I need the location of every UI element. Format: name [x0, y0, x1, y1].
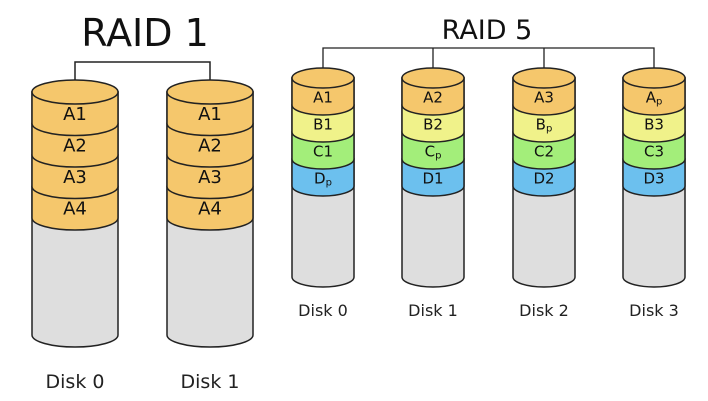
raid5-connector	[322, 47, 655, 68]
raid5-disk-1-block-label-1: B2	[423, 116, 443, 134]
raid5-disk-2-block-label-2: C2	[534, 143, 554, 161]
raid1-disk-1-block-label-1: A2	[198, 135, 222, 156]
raid1-disk-1-block-label-3: A4	[198, 198, 222, 219]
raid5-disk-3-block-label-1: B3	[644, 116, 664, 134]
raid5-disk-label-2: Disk 2	[519, 301, 569, 320]
raid5-disk-0-block-label-2: C1	[313, 143, 333, 161]
raid5-disk-label-3: Disk 3	[629, 301, 679, 320]
raid5-disk-1-block-label-2: Cp	[425, 143, 442, 162]
raid5-disk-label-1: Disk 1	[408, 301, 458, 320]
raid5-disk-1-block-label-0: A2	[423, 89, 443, 107]
raid5-disk-0-top	[291, 67, 355, 89]
raid5-disk-0-block-label-3: Dp	[314, 170, 332, 189]
raid5-disk-0-block-label-0: A1	[313, 89, 333, 107]
raid5-disk-3-top	[622, 67, 686, 89]
raid1-disk-0-block-label-3: A4	[63, 198, 87, 219]
raid1-disk-1-block-label-0: A1	[198, 104, 222, 125]
raid5-disk-3-block-label-0: Ap	[646, 89, 663, 108]
raid5-disk-2-block-label-3: D2	[533, 170, 554, 188]
raid5-disk-2-top	[512, 67, 576, 89]
raid1-disk-1-block-label-2: A3	[198, 167, 222, 188]
raid1-disk-1-top	[166, 79, 254, 105]
raid5-disk-1-block-label-3: D1	[422, 170, 443, 188]
raid1-disk-0-top	[31, 79, 119, 105]
raid5-disk-1-top	[401, 67, 465, 89]
raid5-disk-3-block-label-3: D3	[643, 170, 664, 188]
raid1-disk-0-block-label-1: A2	[63, 135, 87, 156]
raid5-disk-label-0: Disk 0	[298, 301, 348, 320]
raid5-disk-3-block-label-2: C3	[644, 143, 664, 161]
raid5-disk-2-block-label-0: A3	[534, 89, 554, 107]
raid1-disk-0-block-label-2: A3	[63, 167, 87, 188]
raid5-disk-0-block-label-1: B1	[313, 116, 333, 134]
raid1-disk-0-block-label-0: A1	[63, 104, 87, 125]
raid1-disk-label-1: Disk 1	[181, 371, 240, 393]
raid1-disk-label-0: Disk 0	[46, 371, 105, 393]
raid5-title: RAID 5	[442, 15, 533, 46]
raid1-title: RAID 1	[81, 11, 209, 55]
raid5-disk-2-block-label-1: Bp	[536, 116, 553, 135]
raid1-connector	[74, 61, 211, 80]
